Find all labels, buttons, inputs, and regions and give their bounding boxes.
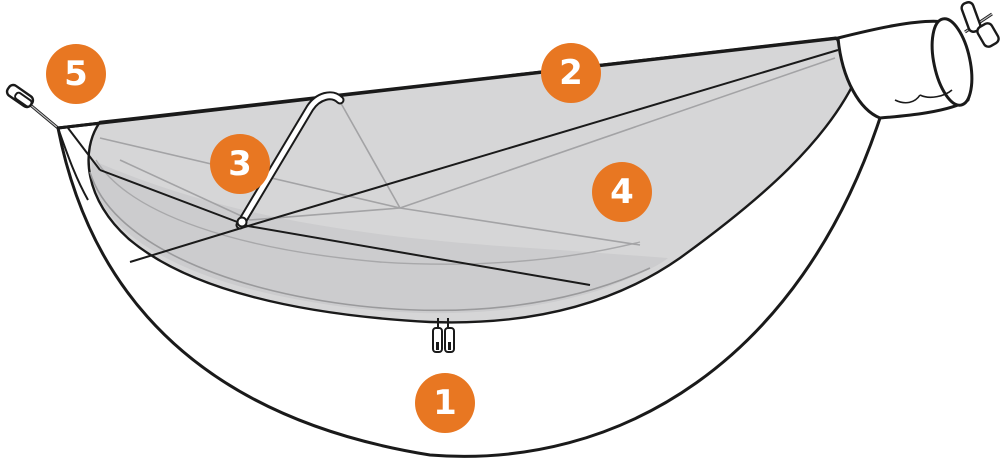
carabiner-right-icon [960, 1, 1000, 48]
carabiner-left-icon [5, 83, 59, 130]
net-spreader-pole-icon [235, 91, 345, 230]
callout-3: 3 [210, 134, 270, 194]
stuff-sack-end-icon [836, 17, 974, 120]
callout-4: 4 [592, 162, 652, 222]
zipper-pulls-icon [432, 318, 455, 353]
callout-1: 1 [415, 373, 475, 433]
callout-2: 2 [541, 43, 601, 103]
callout-5: 5 [46, 44, 106, 104]
bug-net [87, 36, 862, 324]
